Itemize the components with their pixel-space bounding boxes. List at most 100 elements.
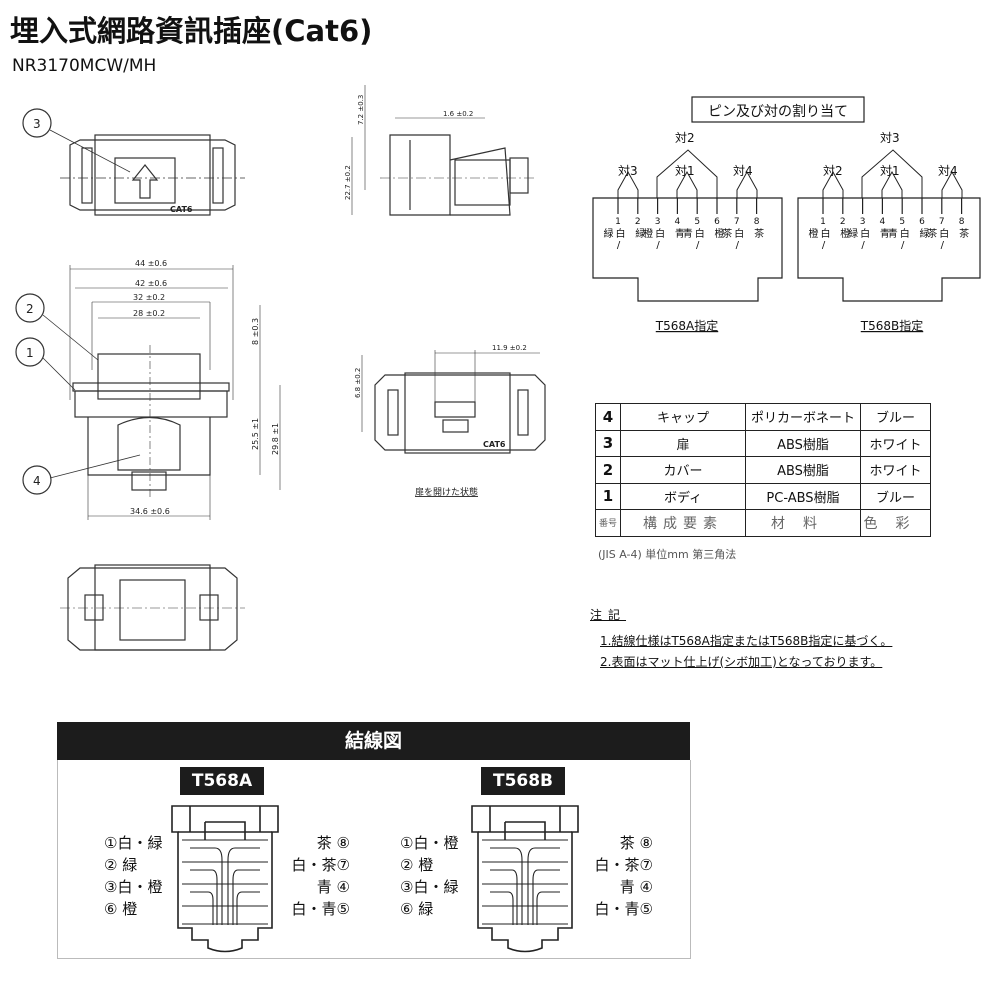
pin-color: 青 [877, 228, 889, 240]
pin-number: 7 [939, 217, 945, 227]
t568a-right-labels: 茶 ⑧ 白・茶⑦ 青 ④ 白・青⑤ [285, 832, 350, 920]
table-cell: ホワイト [860, 429, 931, 457]
mechanical-drawing: CAT6 3 44 ±0.6 42 ±0.6 32 ±0.2 28 ±0.2 8… [15, 85, 546, 651]
wiring-title: 結線図 [57, 722, 690, 760]
wire-label: ①白・橙 [400, 834, 459, 852]
wire-label: 白・青⑤ [291, 900, 350, 918]
callout-3: 3 [33, 117, 41, 131]
t568a-connector-icon [171, 805, 279, 953]
pin-number: 6 [919, 217, 925, 227]
pin-number: 5 [899, 217, 905, 227]
pin-number: 2 [840, 217, 846, 227]
pair-label: 対4 [938, 164, 958, 178]
table-cell: 扉 [620, 429, 746, 457]
front-view: CAT6 3 [22, 108, 245, 216]
pin-number: 4 [675, 217, 681, 227]
table-cell: PC-ABS樹脂 [745, 482, 861, 510]
dim-29-8: 29.8 ±1 [271, 423, 280, 455]
t568a-left-labels: ①白・緑 ② 緑 ③白・橙 ⑥ 橙 [104, 832, 162, 920]
pin-color: 茶 [751, 228, 763, 240]
pin-number: 3 [655, 217, 661, 227]
t568b-label: T568B [481, 767, 565, 795]
header-cell: 番号 [595, 509, 621, 537]
wire-label: 茶 ⑧ [316, 834, 350, 852]
dim-6-8: 6.8 ±0.2 [354, 368, 362, 398]
cat6-mark: CAT6 [170, 205, 193, 214]
pin-color: 橙 [837, 228, 849, 240]
t568a-caption: T568A指定 [655, 318, 718, 333]
header-cell: 色彩 [860, 509, 931, 537]
pin-number: 8 [754, 217, 760, 227]
table-cell: キャップ [620, 403, 746, 431]
dim-28: 28 ±0.2 [133, 309, 165, 318]
notes-title: 注記 [590, 608, 627, 622]
table-header-row: 番号 構成要素 材料 色彩 [595, 509, 931, 537]
header-cell: 構成要素 [620, 509, 746, 537]
pin-color: 白/橙 [806, 228, 829, 253]
pin-number: 1 [615, 217, 621, 227]
pin-number: 3 [860, 217, 866, 227]
dim-32: 32 ±0.2 [133, 293, 165, 302]
pin-number: 5 [694, 217, 700, 227]
table-cell: ホワイト [860, 456, 931, 484]
page-title: 埋入式網路資訊插座(Cat6) [10, 14, 373, 48]
pin-color: 緑 [917, 228, 928, 240]
pin-color: 橙 [712, 228, 723, 240]
dim-7-2: 7.2 ±0.3 [357, 95, 365, 125]
callout-4: 4 [33, 474, 41, 488]
table-cell: ボディ [620, 482, 746, 510]
pin-color: 白/茶 [719, 228, 743, 253]
pair-label: 対2 [675, 131, 695, 145]
pin-color: 白/緑 [601, 228, 624, 253]
wire-label: 白・茶⑦ [291, 856, 350, 874]
pair-label: 対3 [880, 131, 900, 145]
pin-number: 2 [635, 217, 641, 227]
table-cell: ABS樹脂 [745, 429, 861, 457]
bottom-view [60, 564, 245, 651]
wire-label: 白・青⑤ [594, 900, 653, 918]
table-cell: ブルー [860, 482, 931, 510]
table-cell: 2 [595, 456, 621, 484]
pair-label: 対2 [823, 164, 843, 178]
wire-label: ② 橙 [400, 856, 434, 874]
pin-number: 4 [880, 217, 886, 227]
callout-2: 2 [26, 302, 34, 316]
side-view [351, 85, 535, 216]
t568b-connector-icon [471, 805, 579, 953]
connector-drawings [171, 805, 579, 953]
dim-25-5: 25.5 ±1 [251, 418, 260, 450]
dim-8: 8 ±0.3 [251, 318, 260, 345]
table-footnote: (JIS A-4) 単位mm 第三角法 [598, 548, 737, 561]
wire-label: ⑥ 緑 [400, 900, 434, 918]
t568b-right-labels: 茶 ⑧ 白・茶⑦ 青 ④ 白・青⑤ [588, 832, 653, 920]
dim-1-6: 1.6 ±0.2 [443, 110, 473, 118]
pin-number: 1 [820, 217, 826, 227]
wire-label: 茶 ⑧ [619, 834, 653, 852]
pin-assignment-title: ピン及び対の割り当て [708, 103, 848, 120]
dim-34-6: 34.6 ±0.6 [130, 507, 170, 516]
table-cell: カバー [620, 456, 746, 484]
dim-22-7: 22.7 ±0.2 [344, 165, 352, 200]
pin-color: 白/橙 [640, 228, 664, 253]
t568b-left-labels: ①白・橙 ② 橙 ③白・緑 ⑥ 緑 [400, 832, 458, 920]
wire-label: 青 ④ [316, 878, 350, 896]
wire-label: ①白・緑 [104, 834, 163, 852]
callout-1: 1 [26, 346, 34, 360]
table-cell: 3 [595, 429, 621, 457]
pair-label: 対4 [733, 164, 753, 178]
header-cell: 材料 [745, 509, 861, 537]
pair-label: 対1 [675, 164, 695, 178]
note-item: 2.表面はマット仕上げ(シボ加工)となっております。 [600, 655, 883, 669]
pair-label: 対3 [618, 164, 638, 178]
pin-color: 緑 [632, 228, 644, 240]
table-cell: ポリカーボネート [745, 403, 861, 431]
wiring-panel [57, 760, 691, 959]
pin-color: 白/茶 [924, 228, 948, 253]
dim-42: 42 ±0.6 [135, 279, 167, 288]
